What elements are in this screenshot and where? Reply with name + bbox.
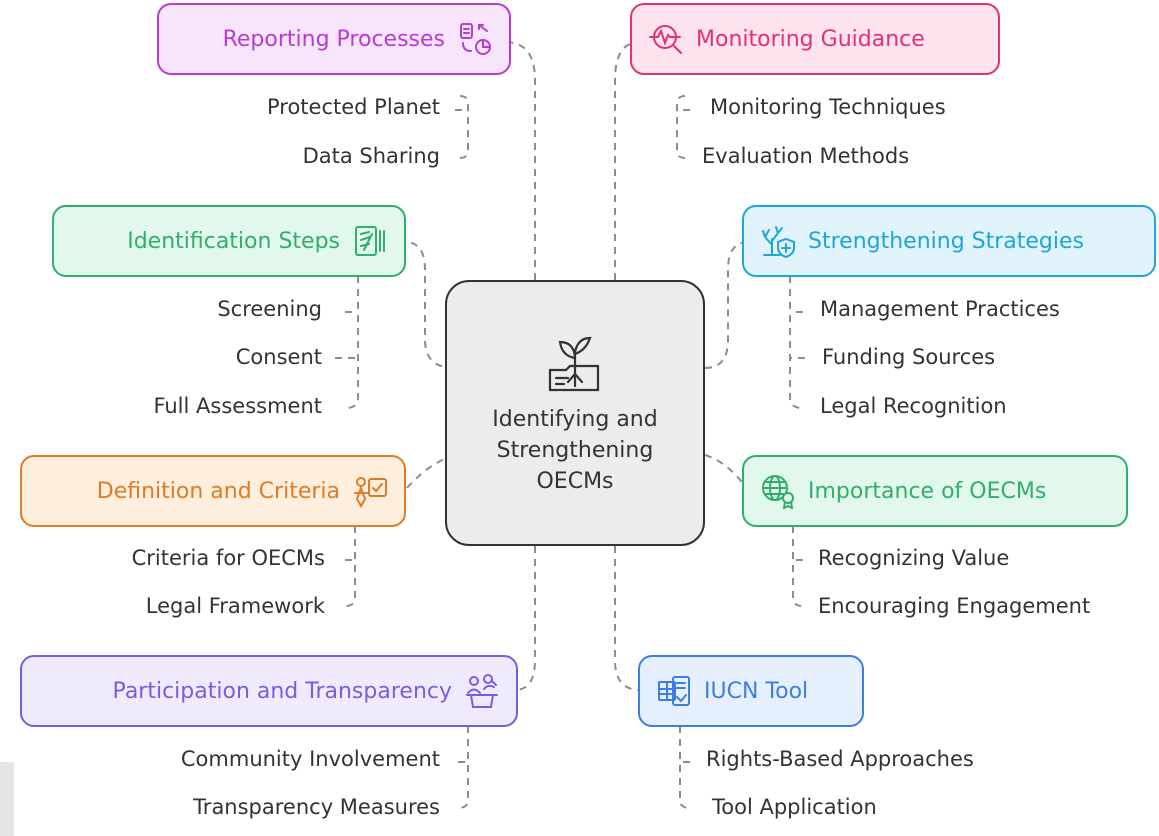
- tool-document-icon: [656, 673, 692, 709]
- globe-award-icon: [760, 473, 796, 509]
- branch-iucn-tool[interactable]: IUCN Tool: [638, 655, 864, 727]
- branch-label: Definition and Criteria: [96, 478, 340, 504]
- central-title: Identifying and Strengthening OECMs: [492, 406, 658, 494]
- plant-seedling-icon: [540, 330, 610, 404]
- central-topic[interactable]: Identifying and Strengthening OECMs: [445, 280, 705, 546]
- sub-item[interactable]: Funding Sources: [822, 345, 996, 369]
- branch-importance-of-oecms[interactable]: Importance of OECMs: [742, 455, 1128, 527]
- sub-item[interactable]: Encouraging Engagement: [818, 594, 1091, 618]
- branch-label: Participation and Transparency: [112, 678, 452, 704]
- branch-label: Monitoring Guidance: [696, 26, 925, 52]
- branch-strengthening-strategies[interactable]: Strengthening Strategies: [742, 205, 1156, 277]
- people-podium-icon: [464, 673, 500, 709]
- branch-label: Identification Steps: [127, 228, 340, 254]
- branch-definition-and-criteria[interactable]: Definition and Criteria: [20, 455, 406, 527]
- sub-item[interactable]: Community Involvement: [180, 747, 440, 771]
- sub-item[interactable]: Legal Framework: [145, 594, 325, 618]
- edge-panel-fragment: [0, 762, 14, 836]
- magnifier-pulse-icon: [648, 21, 684, 57]
- branch-monitoring-guidance[interactable]: Monitoring Guidance: [630, 3, 1000, 75]
- sub-item[interactable]: Tool Application: [712, 795, 877, 819]
- sub-item[interactable]: Data Sharing: [302, 144, 440, 168]
- sub-item[interactable]: Transparency Measures: [193, 795, 440, 819]
- sub-item[interactable]: Consent: [235, 345, 322, 369]
- branch-reporting-processes[interactable]: Reporting Processes: [157, 3, 511, 75]
- sub-item[interactable]: Monitoring Techniques: [710, 95, 946, 119]
- report-chart-icon: [457, 21, 493, 57]
- checklist-icon: [352, 223, 388, 259]
- sub-item[interactable]: Rights-Based Approaches: [706, 747, 974, 771]
- sub-item[interactable]: Management Practices: [820, 297, 1060, 321]
- branch-participation-and-transparency[interactable]: Participation and Transparency: [20, 655, 518, 727]
- sub-item[interactable]: Recognizing Value: [818, 546, 1010, 570]
- sub-item[interactable]: Protected Planet: [266, 95, 440, 119]
- sub-item[interactable]: Screening: [217, 297, 322, 321]
- sub-item[interactable]: Evaluation Methods: [702, 144, 910, 168]
- branch-label: Strengthening Strategies: [808, 228, 1085, 254]
- branch-label: Reporting Processes: [222, 26, 445, 52]
- sub-item[interactable]: Criteria for OECMs: [131, 546, 325, 570]
- tree-shield-icon: [760, 223, 796, 259]
- branch-label: IUCN Tool: [704, 678, 809, 704]
- branch-label: Importance of OECMs: [808, 478, 1047, 504]
- sub-item[interactable]: Legal Recognition: [820, 394, 1007, 418]
- person-checklist-icon: [352, 473, 388, 509]
- sub-item[interactable]: Full Assessment: [153, 394, 322, 418]
- branch-identification-steps[interactable]: Identification Steps: [52, 205, 406, 277]
